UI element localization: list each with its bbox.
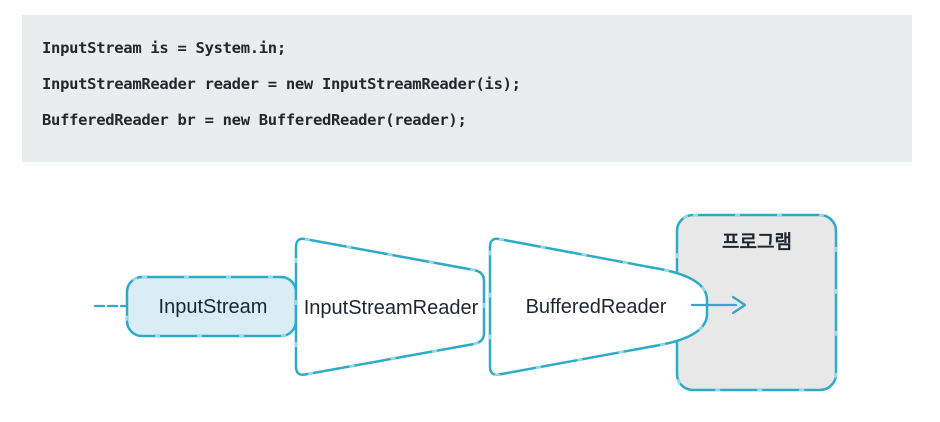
code-line-1: InputStream is = System.in;	[42, 39, 286, 57]
buffered-reader-node	[488, 237, 709, 376]
code-snippet-block: InputStream is = System.in; InputStreamR…	[22, 15, 912, 162]
input-stream-label: InputStream	[159, 296, 268, 318]
input-stream-reader-node	[294, 237, 486, 376]
buffered-reader-ink-texture	[488, 237, 709, 376]
input-stream-reader-funnel	[296, 238, 484, 375]
outflow-arrowhead-icon	[731, 295, 747, 315]
buffered-reader-funnel	[490, 238, 707, 375]
input-stream-box	[127, 277, 296, 336]
program-label: 프로그램	[722, 231, 792, 253]
buffered-reader-label: BufferedReader	[526, 296, 667, 318]
outflow-arrow	[690, 295, 747, 315]
input-stream-reader-label: InputStreamReader	[304, 297, 479, 319]
program-box	[677, 215, 836, 390]
input-stream-reader-ink-texture	[294, 237, 486, 376]
code-line-3: BufferedReader br = new BufferedReader(r…	[42, 111, 467, 129]
code-line-2: InputStreamReader reader = new InputStre…	[42, 75, 521, 93]
